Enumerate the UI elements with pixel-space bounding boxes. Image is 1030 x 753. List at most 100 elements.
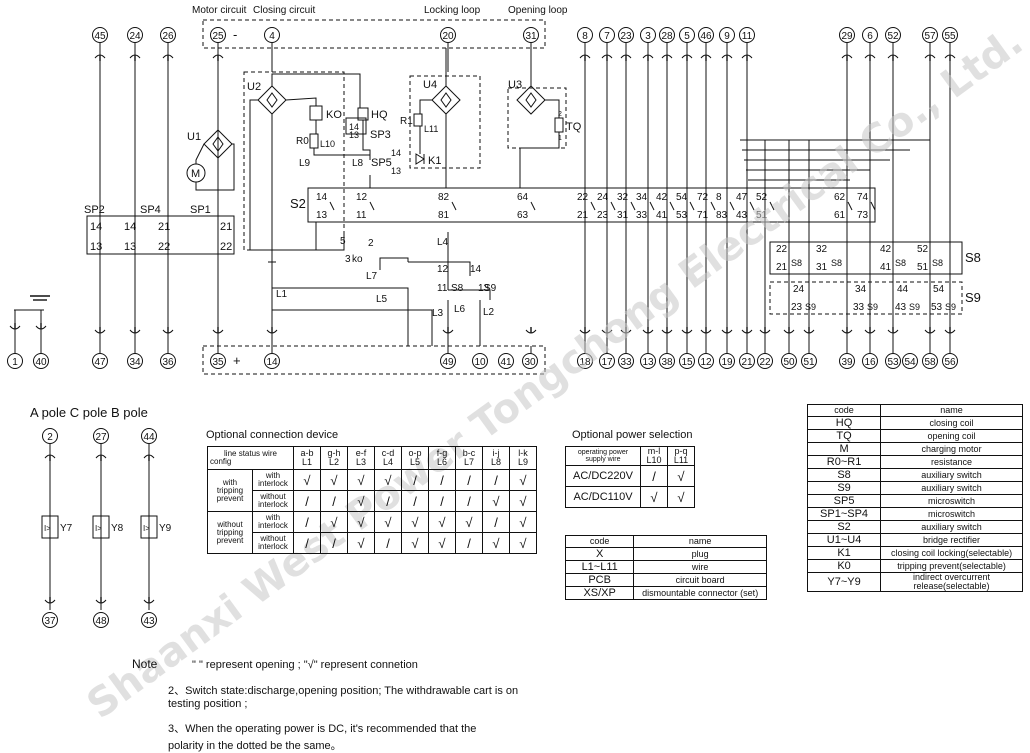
k1-locking-coil: K1 [415, 153, 441, 167]
svg-text:3: 3 [645, 31, 651, 42]
s2-contact-top: 62 [834, 192, 846, 203]
conn-cell: √ [293, 469, 321, 491]
sp-contact-bottom: 22 [220, 241, 232, 253]
s8-contact-bottom: 41 [880, 262, 892, 273]
svg-text:54: 54 [904, 357, 916, 368]
s2-contact-top: 74 [857, 192, 869, 203]
top-terminal-55: 55 [942, 27, 958, 43]
svg-text:11: 11 [742, 31, 753, 42]
watermark: Shaanxi West Power Tongchong Electrical … [79, 18, 1030, 728]
conn-cell: √ [320, 469, 348, 491]
svg-text:52: 52 [887, 31, 899, 42]
sp-contact-bottom: 13 [90, 241, 102, 253]
u2-dashed-block [243, 71, 345, 251]
conn-group-label: without tripping prevent [207, 511, 253, 554]
conn-cell: √ [509, 532, 537, 554]
u3-bridge-rectifier: U3 [508, 79, 546, 115]
svg-text:2: 2 [47, 432, 53, 443]
bottom-terminal-34: 34 [127, 353, 143, 369]
s8-contact-bottom: 21 [776, 262, 788, 273]
svg-text:33: 33 [620, 357, 632, 368]
sp-contact-bottom: 22 [158, 241, 170, 253]
s9-label: S9 [965, 290, 981, 305]
svg-text:L8: L8 [352, 158, 364, 169]
svg-text:L9: L9 [299, 158, 311, 169]
sp3-switch: 14 13 SP3 [345, 117, 391, 141]
svg-text:27: 27 [95, 432, 107, 443]
code-cell: TQ [806, 429, 882, 443]
note-label: Note [132, 657, 158, 671]
sp-switch-box [86, 215, 235, 255]
svg-text:20: 20 [442, 31, 454, 42]
svg-text:R1: R1 [400, 116, 413, 127]
conn-cell: / [401, 469, 429, 491]
code-cell: PCB [564, 573, 635, 587]
top-terminal-29: 29 [839, 27, 855, 43]
s9-contact-bottom: 33 [853, 302, 865, 313]
power-cell: √ [640, 486, 668, 508]
wire-l6: L6 [454, 304, 466, 315]
conn-cell: / [428, 490, 456, 512]
u4-dashed-block [409, 75, 481, 169]
svg-text:I>: I> [143, 524, 150, 533]
wire-l5: L5 [376, 294, 388, 305]
name-cell: circuit board [633, 573, 767, 587]
name-cell: auxiliary switch [880, 468, 1023, 482]
top-terminal-6: 6 [862, 27, 878, 43]
opening-loop-wires [519, 48, 560, 188]
conn-cell: √ [374, 469, 402, 491]
top-dashed-box [202, 19, 546, 49]
svg-text:6: 6 [867, 31, 873, 42]
contact-5: 5 [340, 236, 346, 247]
svg-text:46: 46 [700, 31, 712, 42]
s8-contact-top: 32 [816, 244, 828, 255]
conn-cell: / [455, 532, 483, 554]
top-terminal-4: 4 [264, 27, 280, 43]
s2-contact-top: 34 [636, 192, 648, 203]
s2-contact-top: 12 [356, 192, 368, 203]
top-terminal-26: 26 [160, 27, 176, 43]
bottom-terminal-21: 21 [739, 353, 755, 369]
top-terminal-20: 20 [440, 27, 456, 43]
top-terminal-57: 57 [922, 27, 938, 43]
svg-text:7: 7 [604, 31, 610, 42]
s8-tag: S8 [895, 258, 906, 268]
bottom-terminal-54: 54 [902, 353, 918, 369]
svg-text:L10: L10 [320, 139, 335, 149]
note-3b: polarity in the dotted be the same。 [168, 740, 342, 752]
svg-text:21: 21 [741, 357, 753, 368]
name-cell: closing coil locking(selectable) [880, 546, 1023, 560]
conn-cell: / [374, 532, 402, 554]
svg-text:15: 15 [681, 357, 693, 368]
s9-contact-top: 44 [897, 284, 909, 295]
bottom-terminal-1: 1 [7, 353, 23, 369]
conn-cell: / [401, 490, 429, 512]
s8-switch-box [769, 241, 963, 275]
bottom-terminal-53: 53 [885, 353, 901, 369]
code-cell: Y7~Y9 [806, 572, 882, 592]
s2-contact-top: 54 [676, 192, 688, 203]
conn-row-label: without interlock [252, 532, 294, 554]
note-2a: 2、Switch state:discharge,opening positio… [168, 685, 519, 697]
u2-bridge-rectifier: U2 [247, 81, 287, 115]
svg-text:5: 5 [684, 31, 690, 42]
sp-contact-top: 14 [124, 221, 136, 233]
name-cell: bridge rectifier [880, 533, 1023, 547]
svg-text:14: 14 [470, 264, 482, 275]
s2-contact-top: 8 [716, 192, 722, 203]
bottom-terminal-38: 38 [659, 353, 675, 369]
opening-loop-label: Opening loop [508, 5, 568, 16]
conn-cell: / [293, 532, 321, 554]
conn-cell: √ [509, 469, 537, 491]
svg-text:22: 22 [759, 357, 771, 368]
s2-contact-bottom: 53 [676, 210, 688, 221]
conn-cell: √ [428, 532, 456, 554]
